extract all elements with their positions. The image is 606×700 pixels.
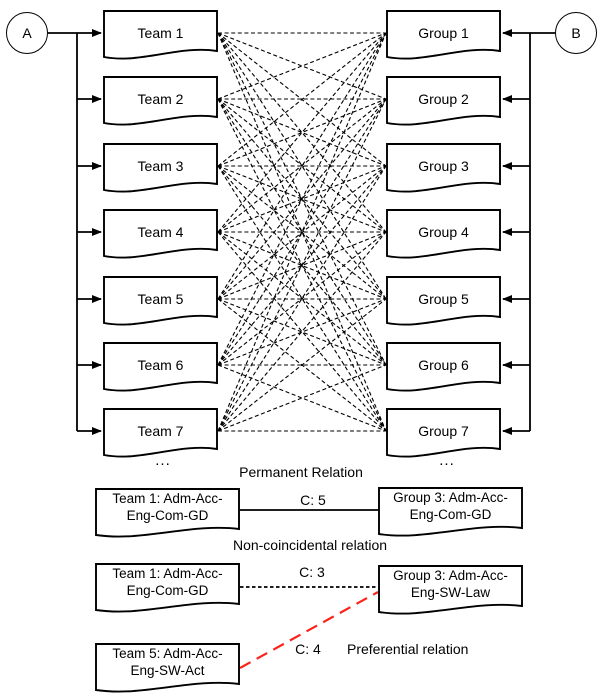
document-shape bbox=[386, 10, 501, 60]
team-node-6: Team 6 bbox=[103, 342, 218, 396]
source-b-circle: B bbox=[555, 12, 597, 54]
team-node-5-label: Team 5 bbox=[137, 291, 184, 307]
permanent-from-label: Team 1: Adm-Acc- Eng-Com-GD bbox=[112, 491, 223, 523]
group-node-2: Group 2 bbox=[386, 76, 501, 130]
permanent-weight-label: C: 5 bbox=[300, 492, 326, 508]
document-shape bbox=[386, 143, 501, 193]
group-node-1-label: Group 1 bbox=[418, 25, 469, 41]
team-node-7-label: Team 7 bbox=[137, 423, 184, 439]
document-shape bbox=[386, 408, 501, 458]
preferential-from-label: Team 5: Adm-Acc- Eng-SW-Act bbox=[112, 646, 223, 678]
group-node-4-label: Group 4 bbox=[418, 224, 469, 240]
team-node-3: Team 3 bbox=[103, 143, 218, 197]
document-shape bbox=[386, 276, 501, 326]
document-shape bbox=[103, 209, 218, 259]
group-node-6: Group 6 bbox=[386, 342, 501, 396]
team-node-3-label: Team 3 bbox=[137, 158, 184, 174]
permanent-to-box: Group 3: Adm-Acc- Eng-Com-GD bbox=[378, 487, 523, 541]
preferential-relation-label: Preferential relation bbox=[347, 641, 469, 657]
group-node-7: Group 7 bbox=[386, 408, 501, 462]
group-node-5: Group 5 bbox=[386, 276, 501, 330]
preferential-from-box: Team 5: Adm-Acc- Eng-SW-Act bbox=[95, 643, 240, 697]
source-a-circle: A bbox=[6, 12, 48, 54]
document-shape bbox=[386, 76, 501, 126]
group-node-7-label: Group 7 bbox=[418, 423, 469, 439]
noncoincidental-to-label: Group 3: Adm-Acc- Eng-SW-Law bbox=[393, 568, 508, 600]
permanent-relation-label: Permanent Relation bbox=[239, 464, 363, 480]
team-node-2: Team 2 bbox=[103, 76, 218, 130]
noncoincidental-to-box: Group 3: Adm-Acc- Eng-SW-Law bbox=[378, 565, 523, 619]
document-shape bbox=[103, 76, 218, 126]
group-node-6-label: Group 6 bbox=[418, 357, 469, 373]
noncoincidental-from-box: Team 1: Adm-Acc- Eng-Com-GD bbox=[95, 563, 240, 617]
team-node-7: Team 7 bbox=[103, 408, 218, 462]
document-shape bbox=[95, 643, 240, 693]
document-shape bbox=[103, 408, 218, 458]
team-node-6-label: Team 6 bbox=[137, 357, 184, 373]
document-shape bbox=[95, 488, 240, 538]
document-shape bbox=[378, 487, 523, 537]
document-shape bbox=[103, 143, 218, 193]
group-node-4: Group 4 bbox=[386, 209, 501, 263]
source-a-label: A bbox=[22, 25, 32, 41]
document-shape bbox=[386, 342, 501, 392]
noncoincidental-from-label: Team 1: Adm-Acc- Eng-Com-GD bbox=[112, 566, 223, 598]
document-shape bbox=[95, 563, 240, 613]
team-node-4-label: Team 4 bbox=[137, 224, 184, 240]
noncoincidental-relation-label: Non-coincidental relation bbox=[232, 537, 388, 553]
team-node-4: Team 4 bbox=[103, 209, 218, 263]
preferential-weight-label: C: 4 bbox=[295, 641, 321, 657]
noncoincidental-weight-label: C: 3 bbox=[299, 564, 325, 580]
team-node-5: Team 5 bbox=[103, 276, 218, 330]
group-node-3: Group 3 bbox=[386, 143, 501, 197]
groups-ellipsis: ... bbox=[439, 452, 455, 469]
permanent-to-label: Group 3: Adm-Acc- Eng-Com-GD bbox=[393, 490, 508, 522]
team-node-2-label: Team 2 bbox=[137, 91, 184, 107]
group-node-5-label: Group 5 bbox=[418, 291, 469, 307]
group-node-2-label: Group 2 bbox=[418, 91, 469, 107]
document-shape bbox=[103, 342, 218, 392]
source-b-label: B bbox=[571, 25, 581, 41]
document-shape bbox=[103, 10, 218, 60]
team-node-1-label: Team 1 bbox=[137, 25, 184, 41]
permanent-from-box: Team 1: Adm-Acc- Eng-Com-GD bbox=[95, 488, 240, 542]
teams-ellipsis: ... bbox=[155, 452, 171, 469]
group-node-1: Group 1 bbox=[386, 10, 501, 64]
group-node-3-label: Group 3 bbox=[418, 158, 469, 174]
document-shape bbox=[378, 565, 523, 615]
team-node-1: Team 1 bbox=[103, 10, 218, 64]
document-shape bbox=[103, 276, 218, 326]
document-shape bbox=[386, 209, 501, 259]
